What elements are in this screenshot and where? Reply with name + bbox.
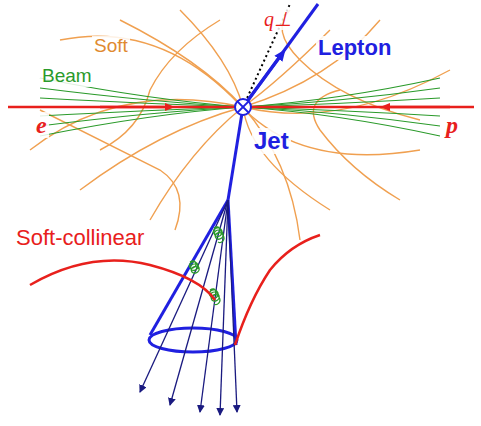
interaction-vertex [235, 99, 251, 115]
electron-arrow [100, 106, 170, 109]
lepton-arrow [243, 54, 282, 107]
jet-label: Jet [252, 128, 291, 154]
lepton-line [243, 4, 318, 107]
gluon-curls [189, 227, 224, 305]
lepton-label: Lepton [316, 36, 393, 60]
momentum-label: q⊥ [262, 8, 293, 30]
proton-arrow [385, 106, 450, 109]
jet-line [228, 107, 243, 200]
electron-label: e [34, 112, 49, 138]
beam-label: Beam [40, 66, 94, 87]
soft-collinear-arcs [30, 235, 320, 345]
soft-collinear-label: Soft-collinear [14, 226, 146, 250]
jet-cone-rim [149, 328, 237, 352]
jet-particles [140, 200, 237, 415]
soft-label: Soft [92, 36, 130, 57]
proton-label: p [444, 112, 460, 138]
soft-radiation [30, 10, 450, 240]
